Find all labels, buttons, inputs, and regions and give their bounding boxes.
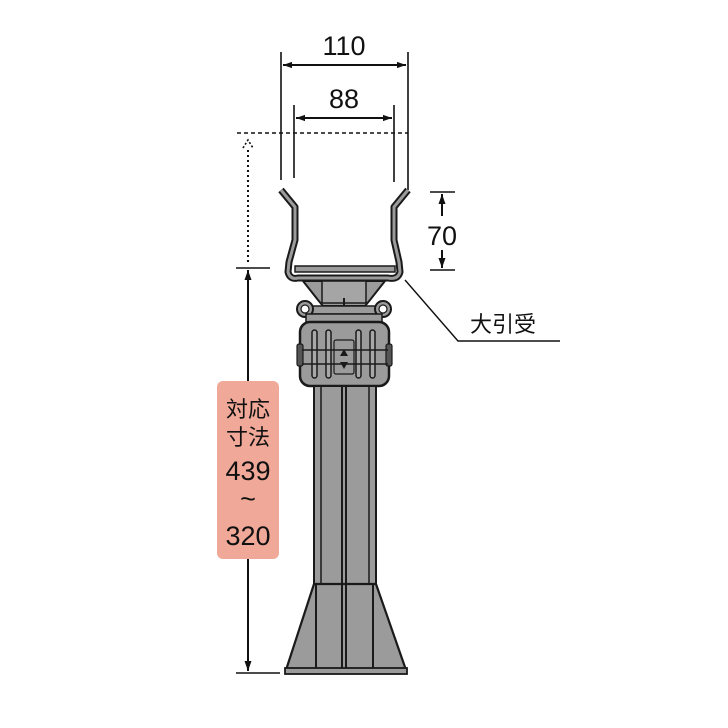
cradle-height-value: 70 bbox=[427, 221, 457, 251]
dimension-adjustable-range bbox=[236, 267, 280, 674]
post-base bbox=[284, 582, 408, 675]
outer-width-value: 110 bbox=[322, 31, 365, 61]
part-label: 大引受 bbox=[470, 313, 536, 338]
dimension-outer-width: 110 bbox=[280, 31, 409, 190]
range-min-value: 320 bbox=[225, 521, 270, 551]
adjustable-range-badge: 対応 寸法 439 ~ 320 bbox=[217, 381, 279, 559]
post-shaft bbox=[313, 385, 377, 585]
inner-width-value: 88 bbox=[329, 84, 359, 114]
range-separator: ~ bbox=[240, 484, 256, 514]
dimension-inner-width: 88 bbox=[293, 84, 395, 182]
part-label-leader: 大引受 bbox=[404, 279, 560, 342]
max-height-reference bbox=[237, 132, 408, 262]
adjustment-nut bbox=[296, 320, 393, 388]
post-head bbox=[296, 280, 392, 323]
range-label-line1: 対応 bbox=[226, 398, 270, 423]
dimension-cradle-height: 70 bbox=[427, 191, 457, 271]
range-max-value: 439 bbox=[225, 456, 270, 486]
range-label-line2: 寸法 bbox=[226, 426, 270, 451]
beam-cradle bbox=[278, 187, 411, 282]
